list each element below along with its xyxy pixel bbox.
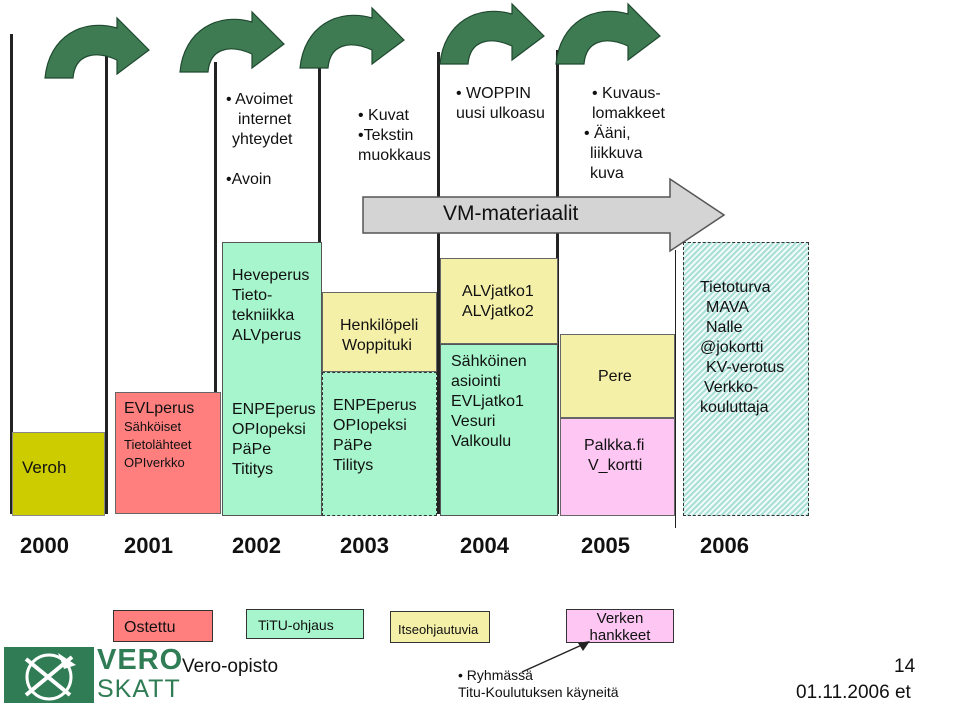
year-label: 2005	[581, 533, 630, 558]
legend-itse-label: Itseohjautuvia	[398, 622, 479, 637]
course-list-2002-bottom: ENPEperus OPIopeksi PäPe Tititys	[232, 401, 316, 478]
pointer-arrow	[521, 641, 590, 673]
course-list-2004-bottom: Sähköinen asiointi EVLjatko1 Vesuri Valk…	[451, 353, 527, 450]
year-label: 2002	[232, 533, 281, 558]
course-list-2001: EVLperus Sähköiset Tietolähteet OPIverkk…	[124, 400, 195, 470]
footer-subtitle: Titu-Koulutuksen käyneitä	[458, 684, 619, 700]
legend-titu-label: TiTU-ohjaus	[258, 617, 334, 633]
timeline-line	[214, 62, 217, 514]
legend-titu: TiTU-ohjaus	[246, 609, 364, 639]
year-label: 2001	[124, 533, 173, 558]
curved-arrow-icon	[555, 3, 661, 65]
timeline-line	[105, 48, 108, 514]
note-2005: • Kuvaus- lomakkeet • Ääni, liikkuva kuv…	[584, 85, 665, 182]
note-2003: • Kuvat •Tekstin muokkaus	[358, 107, 431, 164]
course-list-2004-top: ALVjatko1 ALVjatko2	[462, 283, 534, 320]
curved-arrow-icon	[299, 7, 405, 69]
veroh-label: Veroh	[22, 458, 67, 477]
curved-arrow-icon	[179, 11, 285, 73]
legend-ostettu-label: Ostettu	[124, 619, 176, 636]
course-list-2003-top: Henkilöpeli Woppituki	[340, 317, 419, 354]
veroh-box	[12, 432, 105, 516]
curved-arrow-icon	[439, 3, 545, 65]
legend-itse: Itseohjautuvia	[390, 611, 490, 643]
course-box-2002	[222, 242, 322, 516]
timeline-line	[675, 250, 676, 528]
year-label: 2003	[340, 533, 389, 558]
legend-verken: Verken hankkeet	[566, 609, 674, 644]
vm-materiaalit-arrow	[362, 177, 726, 253]
course-box-2003-top	[322, 292, 437, 372]
year-label: 2006	[700, 533, 749, 558]
note-2002: • Avoimet internet yhteydet •Avoin	[226, 91, 293, 188]
course-box-2004-bottom	[440, 344, 558, 516]
course-list-2002-top: Heveperus Tieto- tekniikka ALVperus	[232, 267, 310, 344]
course-label-2005-top: Pere	[598, 368, 632, 385]
footer-date: 01.11.2006 et	[796, 682, 911, 703]
curved-arrow-icon	[44, 17, 150, 79]
vero-skatt-logo-icon	[4, 647, 94, 703]
vm-materiaalit-label: VM-materiaalit	[443, 202, 579, 225]
timeline-line	[437, 52, 440, 514]
org-name: Vero-opisto	[182, 656, 279, 677]
year-label: 2004	[460, 533, 509, 558]
page-number: 14	[894, 656, 916, 677]
logo-vero-text: VERO	[97, 644, 184, 676]
course-list-2006: Tietoturva MAVA Nalle @jokortti KV-verot…	[700, 279, 785, 416]
course-box-2005-top	[560, 334, 675, 418]
course-box-2003-bottom	[322, 372, 437, 516]
course-box-2004-top	[440, 258, 558, 344]
course-box-2001	[115, 392, 221, 514]
note-2004: • WOPPIN uusi ulkoasu	[456, 85, 545, 122]
footer-bullet: • Ryhmässä	[458, 667, 533, 683]
course-list-2003-bottom: ENPEperus OPIopeksi PäPe Tilitys	[333, 397, 417, 474]
course-box-2006	[683, 242, 809, 516]
legend-ostettu: Ostettu	[113, 610, 213, 642]
course-box-2005-bottom	[560, 418, 675, 516]
year-label: 2000	[20, 533, 69, 558]
course-list-2005-bottom: Palkka.fi V_kortti	[584, 437, 645, 474]
timeline-line	[10, 34, 13, 514]
logo-skatt-text: SKATT	[97, 675, 181, 703]
